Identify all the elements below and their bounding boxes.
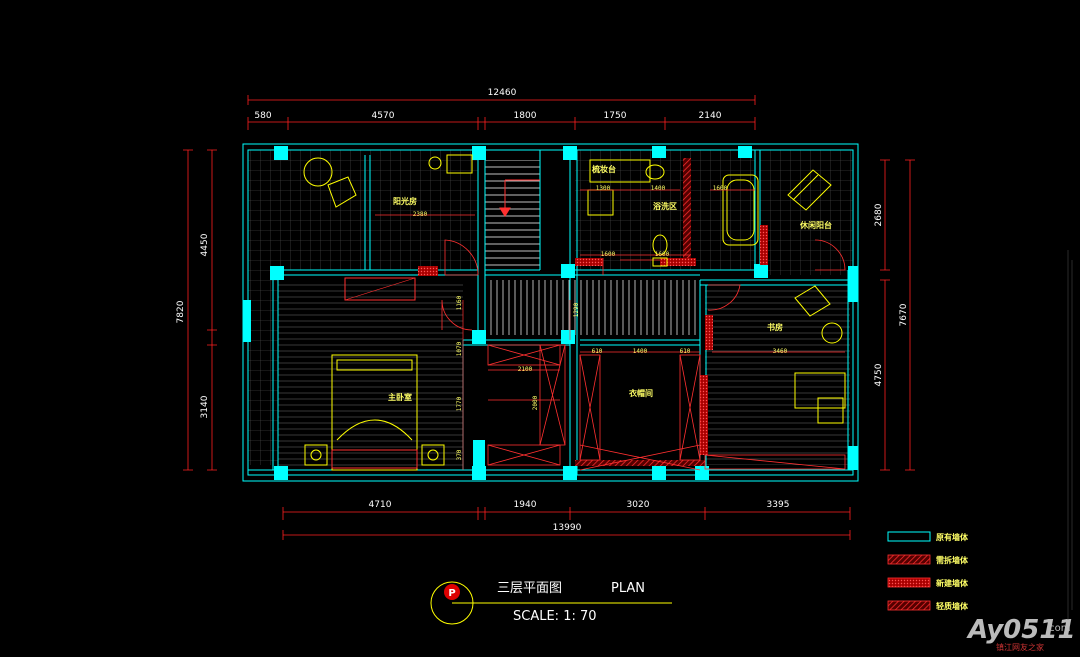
dim-right-total: 7670 xyxy=(899,303,909,326)
ext-dim-lines xyxy=(183,95,915,540)
inner-dim: 1600 xyxy=(713,185,728,192)
title-en: PLAN xyxy=(611,581,645,596)
side-note-column xyxy=(1067,250,1073,620)
inner-dim: 3460 xyxy=(773,348,788,355)
title-symbol-dot xyxy=(444,584,460,600)
room-wash-counter: 梳妆台 xyxy=(591,164,616,174)
room-closet: 衣帽间 xyxy=(629,388,653,398)
watermark-suffix: .com xyxy=(1046,623,1071,634)
inner-dim: 1770 xyxy=(456,396,463,411)
legend-swatch-existing xyxy=(887,531,931,542)
inner-dim-text: 2380 1300 1400 1600 1600 1600 3460 1160 … xyxy=(413,185,788,460)
inner-dim: 1070 xyxy=(456,341,463,356)
inner-dim: 1600 xyxy=(655,251,670,258)
title-scale: SCALE: 1: 70 xyxy=(513,609,597,624)
inner-dim: 2380 xyxy=(413,211,428,218)
inner-dim: 1160 xyxy=(456,295,463,310)
inner-dim: 2000 xyxy=(532,395,539,410)
inner-dim: 1300 xyxy=(596,185,611,192)
ext-dim-text: 12460 580 4570 1800 1750 2140 4710 1940 … xyxy=(176,88,909,533)
legend-label: 新建墙体 xyxy=(936,578,969,588)
inner-dim: 610 xyxy=(592,348,603,355)
legend-swatch-new xyxy=(887,577,931,588)
room-labels: 阳光房 梳妆台 浴洗区 休闲阳台 书房 主卧室 衣帽间 xyxy=(388,164,832,402)
dim-top-seg: 1750 xyxy=(604,111,627,121)
wardrobes xyxy=(487,344,846,471)
inner-dim: 1600 xyxy=(601,251,616,258)
dim-bottom-seg: 4710 xyxy=(369,500,392,510)
title-cn: 三层平面图 xyxy=(497,581,562,596)
dim-top-seg: 2140 xyxy=(699,111,722,121)
watermark-tagline: 镇江网友之家 xyxy=(996,642,1044,652)
dim-right-seg: 2680 xyxy=(874,203,884,226)
dim-right-seg: 4750 xyxy=(874,363,884,386)
dim-left-seg: 3140 xyxy=(200,395,210,418)
floor-fills xyxy=(248,150,853,467)
room-master-bedroom: 主卧室 xyxy=(388,392,412,402)
dim-top-total: 12460 xyxy=(488,88,517,98)
legend-swatch-demolish xyxy=(887,554,931,565)
dim-bottom-seg: 3020 xyxy=(627,500,650,510)
watermark: Ay0511 .com 镇江网友之家 xyxy=(966,615,1076,652)
legend-label: 轻质墙体 xyxy=(936,601,969,611)
dim-top-seg: 580 xyxy=(254,111,271,121)
legend-label: 需拆墙体 xyxy=(936,555,969,565)
inner-dim: 370 xyxy=(456,449,463,460)
legend: 原有墙体 需拆墙体 新建墙体 轻质墙体 xyxy=(887,531,969,611)
room-bath-area: 浴洗区 xyxy=(653,201,677,211)
inner-dim-lines xyxy=(375,189,845,470)
dim-bottom-seg: 3395 xyxy=(767,500,790,510)
title-symbol: P xyxy=(448,588,455,599)
dim-left-total: 7820 xyxy=(176,300,186,323)
dim-top-seg: 1800 xyxy=(514,111,537,121)
dim-top-seg: 4570 xyxy=(372,111,395,121)
dim-left-seg: 4450 xyxy=(200,233,210,256)
inner-dim: 1290 xyxy=(573,302,580,317)
dim-bottom-seg: 1940 xyxy=(514,500,537,510)
room-study: 书房 xyxy=(767,322,783,332)
stair-arrow xyxy=(499,179,540,217)
hatched-walls xyxy=(344,158,768,466)
room-leisure-balcony: 休闲阳台 xyxy=(799,220,832,230)
inner-dim: 1400 xyxy=(633,348,648,355)
inner-dim: 610 xyxy=(680,348,691,355)
room-sunroom: 阳光房 xyxy=(393,196,417,206)
dim-bottom-total: 13990 xyxy=(553,523,582,533)
title-block: P 三层平面图 PLAN SCALE: 1: 70 xyxy=(430,581,672,625)
inner-dim: 2100 xyxy=(518,366,533,373)
legend-label: 原有墙体 xyxy=(936,532,969,542)
inner-dim: 1400 xyxy=(651,185,666,192)
legend-swatch-light xyxy=(887,600,931,611)
columns xyxy=(243,146,858,480)
watermark-logo: Ay0511 xyxy=(966,615,1076,645)
